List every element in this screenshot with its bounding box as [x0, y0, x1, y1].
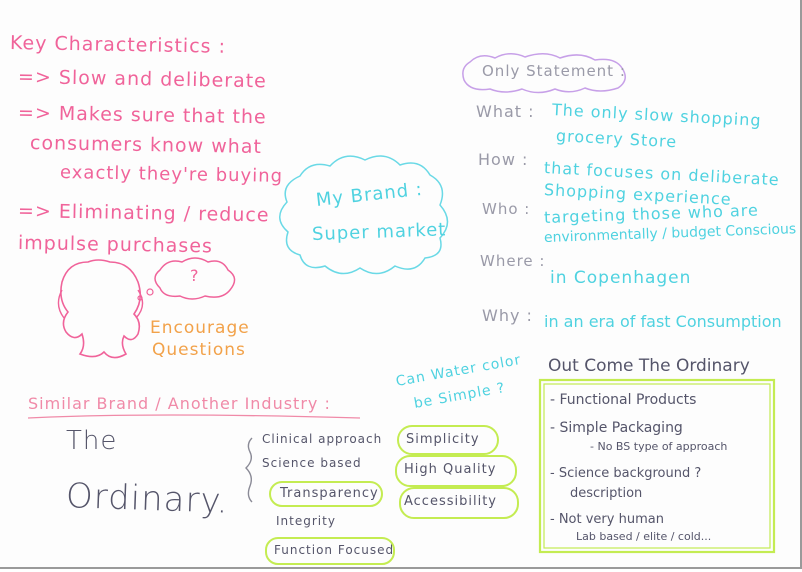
outcome-box-inner [543, 383, 771, 549]
approach-transparency: Transparency [280, 486, 379, 501]
bubble-dot-1 [146, 288, 154, 296]
outcome-title: Out Come The Ordinary [548, 356, 750, 376]
brand-cloud-outline [279, 155, 449, 275]
outcome-item-6: - Not very human [550, 512, 664, 527]
highlight-quality [395, 455, 517, 487]
who-label: Who : [482, 200, 531, 218]
ordinary-line-2: Ordinary. [65, 476, 230, 522]
where-line-1: in Copenhagen [550, 268, 692, 288]
key-item-4: exactly they're buying [59, 162, 284, 187]
question-bubble-outline [154, 257, 236, 300]
where-label: Where : [480, 252, 546, 270]
outcome-item-7: Lab based / elite / cold... [576, 530, 712, 543]
outcome-item-1: - Functional Products [550, 392, 697, 408]
statement-title: Only Statement : [482, 62, 626, 80]
quality-high: High Quality [404, 462, 497, 477]
key-item-6: impulse purchases [17, 232, 214, 258]
highlight-accessibility [399, 487, 519, 519]
key-item-5: => Eliminating / reduce [17, 200, 270, 227]
question-mark: ? [190, 266, 200, 285]
curly-brace [245, 437, 253, 503]
approach-integrity: Integrity [276, 514, 336, 528]
approach-clinical: Clinical approach [262, 432, 383, 446]
outcome-box [538, 378, 776, 554]
what-label: What : [476, 102, 535, 121]
encourage-line-2: Questions [152, 340, 246, 360]
statement-cloud-outline [462, 53, 626, 94]
approach-function: Function Focused [274, 543, 395, 557]
why-label: Why : [482, 306, 533, 325]
key-item-2: => Makes sure that the [17, 102, 267, 129]
highlight-simplicity [397, 425, 499, 455]
similar-title-underline [27, 414, 361, 419]
key-item-1: => Slow and deliberate [17, 66, 268, 93]
outcome-item-5: description [570, 486, 643, 501]
girl-doodle [60, 259, 142, 359]
quality-simplicity: Simplicity [406, 432, 480, 447]
quality-accessibility: Accessibility [404, 494, 497, 509]
outcome-item-4: - Science background ? [550, 466, 702, 481]
outcome-item-2: - Simple Packaging [550, 420, 683, 436]
outcome-item-3: - No BS type of approach [590, 440, 728, 453]
why-line-1: in an era of fast Consumption [544, 312, 782, 331]
ordinary-line-1: The [66, 426, 118, 456]
key-characteristics-title: Key Characteristics : [9, 32, 227, 58]
girl-hair-doodle [57, 289, 144, 319]
highlight-transparency [269, 481, 383, 507]
highlight-function [265, 537, 395, 565]
how-label: How : [478, 150, 529, 169]
encourage-line-1: Encourage [150, 318, 250, 338]
approach-science: Science based [262, 456, 362, 470]
similar-title: Similar Brand / Another Industry : [28, 394, 331, 413]
key-item-3: consumers know what [29, 132, 263, 159]
